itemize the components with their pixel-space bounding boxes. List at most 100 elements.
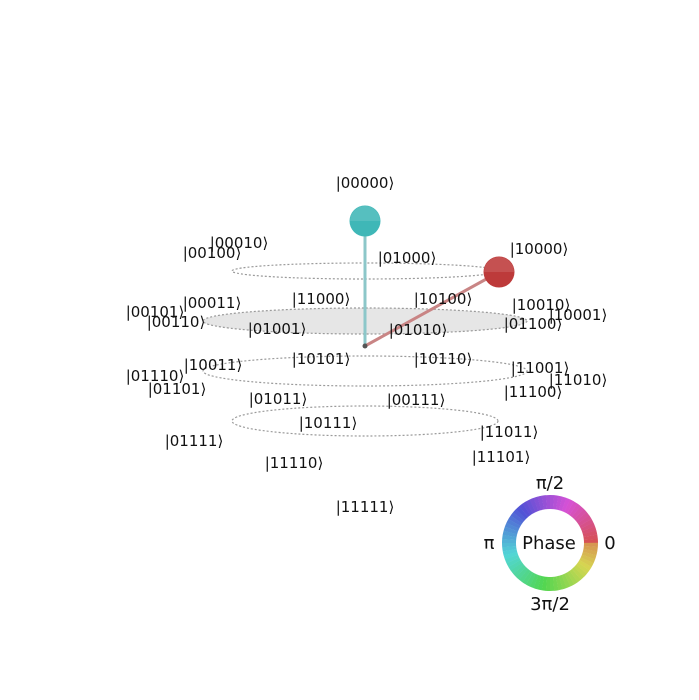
phase-wheel-segment — [537, 575, 545, 591]
state-label: |11100⟩ — [504, 383, 563, 401]
state-label: |10110⟩ — [414, 350, 473, 368]
state-label: |00111⟩ — [387, 391, 446, 409]
state-label: |00011⟩ — [183, 294, 242, 312]
phase-wheel-segment — [555, 495, 563, 511]
state-label: |01101⟩ — [148, 380, 207, 398]
state-label: |11010⟩ — [549, 371, 608, 389]
phase-wheel-segment — [583, 545, 598, 552]
phase-label-left: π — [484, 533, 495, 554]
phase-wheel-segment — [564, 572, 575, 587]
phase-wheel-segment — [582, 548, 598, 556]
state-label: |11011⟩ — [480, 423, 539, 441]
phase-wheel-segment — [566, 501, 578, 516]
amplitude-markers — [349, 205, 515, 288]
state-label: |10111⟩ — [299, 414, 358, 432]
phase-wheel-segment — [502, 534, 517, 541]
phase-wheel-segment — [579, 518, 594, 529]
amplitude-lines — [363, 219, 501, 348]
phase-wheel — [502, 495, 599, 591]
phase-wheel-segment — [581, 551, 597, 560]
phase-wheel-segment — [571, 566, 585, 580]
phase-wheel-segment — [577, 559, 592, 571]
phase-wheel-segment — [583, 534, 598, 541]
amplitude-line — [363, 270, 501, 348]
state-label: |10101⟩ — [292, 350, 351, 368]
phase-wheel-segment — [537, 495, 545, 511]
latitude-ring-3 — [202, 355, 528, 387]
state-label: |10010⟩ — [512, 296, 571, 314]
phase-wheel-segment — [515, 506, 529, 520]
phase-wheel-segment — [502, 545, 517, 552]
state-label: |00100⟩ — [183, 244, 242, 262]
state-label: |00110⟩ — [147, 313, 206, 331]
phase-wheel-segment — [575, 511, 590, 524]
phase-wheel-segment — [571, 506, 584, 519]
state-label: |01111⟩ — [165, 432, 224, 450]
phase-wheel-segment — [503, 551, 519, 560]
state-label: |11111⟩ — [336, 498, 395, 516]
phase-wheel-segment — [580, 522, 596, 532]
state-label: |10100⟩ — [414, 290, 473, 308]
phase-wheel-segment — [516, 567, 529, 580]
phase-wheel-segment — [519, 569, 531, 583]
phase-wheel-segment — [510, 512, 524, 524]
phase-wheel-segment — [552, 576, 559, 591]
phase-wheel-segment — [513, 564, 527, 578]
state-label: |01100⟩ — [504, 315, 563, 333]
phase-wheel-segment — [522, 501, 533, 516]
phase-wheel-segment — [522, 570, 534, 585]
phase-wheel-segment — [525, 499, 536, 514]
phase-wheel-title: Phase — [522, 533, 576, 554]
phase-wheel-segment — [502, 538, 517, 544]
phase-wheel-segment — [502, 530, 518, 538]
phase-wheel-segment — [582, 530, 598, 538]
state-label: |10001⟩ — [549, 306, 608, 324]
phase-label-right: 0 — [604, 533, 615, 554]
phase-wheel-segment — [526, 572, 536, 587]
phase-wheel-segment — [545, 576, 551, 591]
amplitude-ball-highlight — [350, 206, 380, 221]
phase-wheel-segment — [567, 570, 578, 585]
sphere-origin — [362, 343, 368, 349]
state-label: |00000⟩ — [336, 174, 395, 192]
phase-wheel-segment — [552, 495, 559, 510]
phase-wheel-segment — [513, 509, 526, 522]
phase-wheel-segment — [583, 542, 599, 548]
phase-wheel-segment — [561, 573, 571, 589]
phase-wheel-segment — [564, 499, 574, 514]
state-label: |11110⟩ — [265, 454, 324, 472]
phase-wheel-segment — [502, 548, 518, 556]
state-label: |00010⟩ — [210, 234, 269, 252]
state-label: |11000⟩ — [292, 290, 351, 308]
state-label: |01000⟩ — [378, 249, 437, 267]
state-label: |11001⟩ — [511, 359, 570, 377]
phase-wheel-segment — [580, 554, 596, 564]
phase-wheel-segment — [549, 495, 555, 510]
state-label: |01110⟩ — [126, 367, 185, 385]
phase-wheel-segment — [569, 503, 581, 517]
latitude-ring-4 — [231, 405, 499, 437]
phase-wheel-segment — [541, 495, 548, 510]
phase-wheel-segment — [581, 526, 597, 535]
phase-wheel-segment — [558, 574, 567, 590]
phase-wheel-segment — [577, 515, 592, 526]
phase-wheel-segment — [508, 560, 523, 571]
phase-wheel-segment — [510, 562, 525, 575]
phase-wheel-segment — [508, 515, 523, 527]
phase-wheel-segment — [529, 573, 539, 589]
phase-wheel-segment — [579, 557, 594, 567]
phase-wheel-segment — [533, 496, 542, 512]
phase-wheel-segment — [561, 497, 571, 513]
phase-wheel-segment — [573, 508, 587, 522]
state-label: |01011⟩ — [249, 390, 308, 408]
state-label: |10000⟩ — [510, 240, 569, 258]
amplitude-ball — [483, 256, 515, 288]
phase-wheel-segment — [541, 576, 548, 591]
phase-wheel-segment — [569, 568, 582, 583]
phase-wheel-segment — [555, 575, 563, 591]
phase-wheel-segment — [518, 503, 531, 518]
phase-wheel-segment — [558, 496, 567, 512]
phase-wheel-segment — [504, 554, 520, 564]
amplitude-ball-highlight — [484, 257, 514, 272]
